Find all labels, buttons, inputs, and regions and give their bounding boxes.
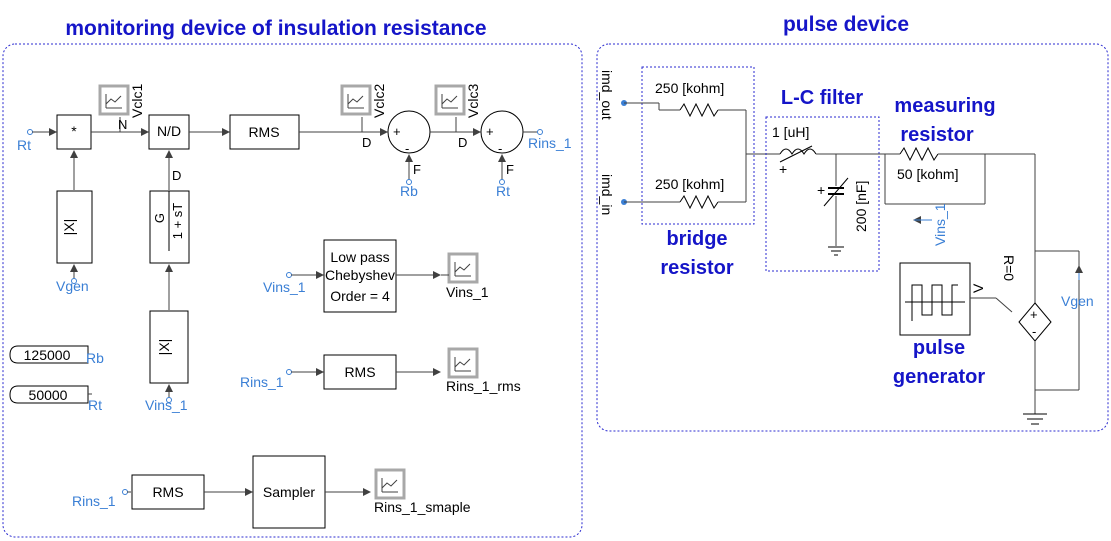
port-d2-label: D <box>362 135 371 150</box>
port-d1-label: D <box>172 168 181 183</box>
port-f1-label: F <box>413 162 421 177</box>
sum2-minus-sign: - <box>498 141 502 156</box>
vclc1-label: Vclc1 <box>129 84 145 118</box>
measuring-resistor-value: 50 [kohm] <box>897 166 958 182</box>
lowpass-line2: Chebyshev <box>325 267 395 283</box>
rt-constant-label: Rt <box>88 397 102 413</box>
inductor <box>779 148 817 155</box>
bridge-label-1: bridge <box>666 228 727 250</box>
constant-125000 <box>9 345 89 364</box>
rms-block-2-label: RMS <box>344 364 375 380</box>
capacitor-plus: + <box>817 182 825 198</box>
sampler-block <box>252 455 326 529</box>
gain-denominator: 1 + sT <box>170 203 185 240</box>
source-minus: - <box>1032 324 1036 339</box>
abs-block-1-label: |X| <box>61 219 77 236</box>
vclc3-meter <box>434 84 466 116</box>
vins1-output-label: Vins_1 <box>446 284 489 300</box>
inductor-plus: + <box>779 161 787 177</box>
sum1-plus-sign: + <box>393 124 401 139</box>
right-section-title: pulse device <box>783 13 909 36</box>
square-wave-icon <box>911 284 958 321</box>
port-f2-label: F <box>506 162 514 177</box>
pulse-circuit: imd_out imd_in 250 [kohm] 250 [kohm] bri… <box>599 66 1094 425</box>
port-d3-label: D <box>458 135 467 150</box>
multiplier-symbol: * <box>71 123 77 139</box>
pulse-label-1: pulse <box>913 337 965 359</box>
lowpass-line3: Order = 4 <box>330 288 390 304</box>
measuring-label-1: measuring <box>894 95 995 117</box>
imd-out-label: imd_out <box>599 70 615 120</box>
rms-block-3 <box>131 474 205 510</box>
lowpass-line1: Low pass <box>330 249 389 265</box>
rins1-rms-meter <box>447 347 479 379</box>
abs-block-2 <box>149 310 189 384</box>
rt-input-label: Rt <box>17 137 31 153</box>
bridge-resistor-2-value: 250 [kohm] <box>655 176 724 192</box>
lc-filter-group <box>765 116 880 272</box>
abs-block-1 <box>56 190 93 264</box>
imd-in-label: imd_in <box>599 174 615 215</box>
vins1-lp-input-label: Vins_1 <box>263 279 306 295</box>
gain-numerator: G <box>152 213 167 223</box>
vins1-output-meter <box>447 252 479 284</box>
rins1-rms-input-label: Rins_1 <box>240 374 284 390</box>
sum1-minus-sign: - <box>405 141 409 156</box>
bridge-resistor-1-value: 250 [kohm] <box>655 80 724 96</box>
lc-filter-label: L-C filter <box>781 87 863 109</box>
vclc3-label: Vclc3 <box>465 84 481 118</box>
pulse-generator-block <box>899 262 971 336</box>
abs-block-2-label: |X| <box>156 339 172 356</box>
bridge-resistor-2 <box>679 194 719 210</box>
rins1-smaple-label: Rins_1_smaple <box>374 499 471 515</box>
rms-block-1-label: RMS <box>248 124 279 140</box>
inductor-value: 1 [uH] <box>772 124 809 140</box>
bridge-resistor-1 <box>679 102 719 118</box>
measuring-resistor <box>899 146 939 162</box>
vgen-input-label: Vgen <box>56 278 89 294</box>
v-label: V <box>970 283 986 293</box>
vclc2-label: Vclc2 <box>371 84 387 118</box>
vgen-output-label: Vgen <box>1061 293 1094 309</box>
port-n-label: N <box>118 117 127 132</box>
rb-signal-label: Rb <box>400 183 418 199</box>
vins1-input-label: Vins_1 <box>145 397 188 413</box>
rms-block-3-label: RMS <box>152 484 183 500</box>
bridge-label-2: resistor <box>660 257 734 279</box>
sum2-plus-sign: + <box>486 124 494 139</box>
rt-input-port <box>27 129 33 135</box>
capacitor-value: 200 [nF] <box>853 181 869 232</box>
pulse-label-2: generator <box>893 366 985 388</box>
vins1-measure-label: Vins_1 <box>932 203 948 246</box>
nd-block-label: N/D <box>157 123 181 139</box>
r0-label: R=0 <box>1001 255 1017 281</box>
monitoring-circuit: Rt * |X| Vgen Vclc1 N N/D D G 1 + sT <box>9 84 572 529</box>
rins1-sampler-input-label: Rins_1 <box>72 493 116 509</box>
source-plus: + <box>1030 307 1038 322</box>
constant-50000-value: 50000 <box>29 387 68 403</box>
inductor-arrow <box>779 145 813 163</box>
bridge-resistor-group <box>641 66 755 225</box>
vclc2-meter <box>340 84 372 116</box>
rb-constant-label: Rb <box>86 350 104 366</box>
constant-50000 <box>9 385 89 404</box>
rins1-rms-label: Rins_1_rms <box>446 378 521 394</box>
sampler-block-label: Sampler <box>263 484 315 500</box>
constant-125000-value: 125000 <box>24 347 71 363</box>
monitoring-device-group <box>2 43 583 538</box>
measuring-label-2: resistor <box>900 124 974 146</box>
vclc1-meter <box>98 84 130 116</box>
rins1-smaple-meter <box>374 468 406 500</box>
rins1-output-label: Rins_1 <box>528 135 572 151</box>
left-section-title: monitoring device of insulation resistan… <box>65 17 486 40</box>
rt-signal-label-2: Rt <box>496 183 510 199</box>
nd-divider-block <box>148 114 190 150</box>
lowpass-filter-block <box>323 239 397 313</box>
